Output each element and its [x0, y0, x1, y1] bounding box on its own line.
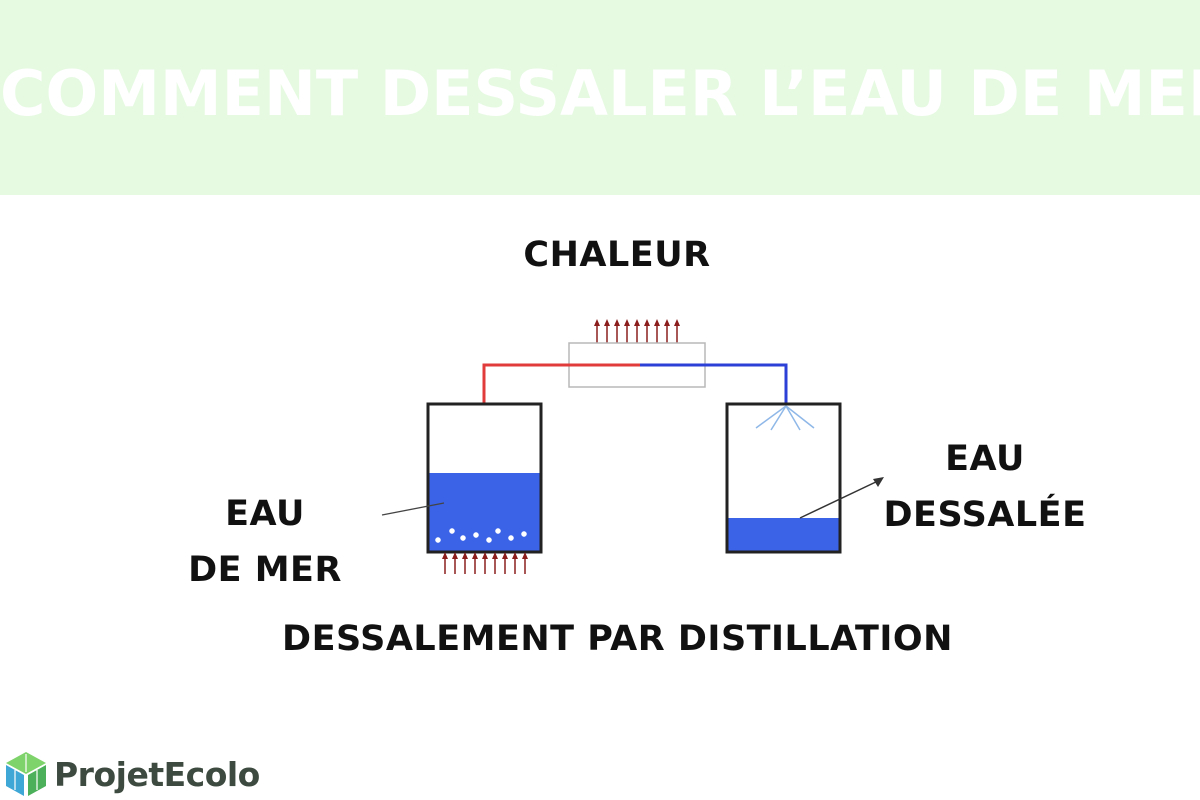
desalinated-water-level	[727, 518, 840, 552]
desalinated-pointer-head	[873, 477, 884, 487]
heat-label: CHALEUR	[523, 235, 711, 275]
cold-pipe	[640, 363, 788, 404]
page-title: COMMENT DESSALER L’EAU DE MER ?	[0, 57, 1200, 130]
top-heat-arrows	[594, 319, 680, 344]
leaf-cube-icon	[6, 752, 46, 796]
sea-water-pointer	[381, 502, 445, 516]
brand-logo: ProjetEcolo	[4, 748, 260, 800]
bottom-heat-arrows	[442, 552, 528, 574]
sea-water-label-line1: EAU	[225, 494, 305, 534]
sea-water-level	[428, 473, 541, 552]
desalinated-water-label: EAU DESSALÉE	[880, 431, 1090, 543]
desalinated-label-line2: DESSALÉE	[883, 495, 1087, 535]
header-banner: COMMENT DESSALER L’EAU DE MER ?	[0, 0, 1200, 195]
brand-name: ProjetEcolo	[54, 754, 260, 794]
spray-lines	[755, 405, 815, 431]
desalinated-label-line1: EAU	[945, 439, 1025, 479]
sea-water-tank	[426, 402, 543, 554]
desalinated-water-tank	[725, 402, 842, 554]
desalinated-pointer	[799, 479, 881, 519]
sea-water-label-line2: DE MER	[188, 550, 342, 590]
hot-vapor-pipe	[482, 363, 640, 404]
sea-water-label: EAU DE MER	[180, 486, 350, 598]
bubbles	[435, 528, 527, 543]
diagram-caption: DESSALEMENT PAR DISTILLATION	[282, 619, 953, 659]
